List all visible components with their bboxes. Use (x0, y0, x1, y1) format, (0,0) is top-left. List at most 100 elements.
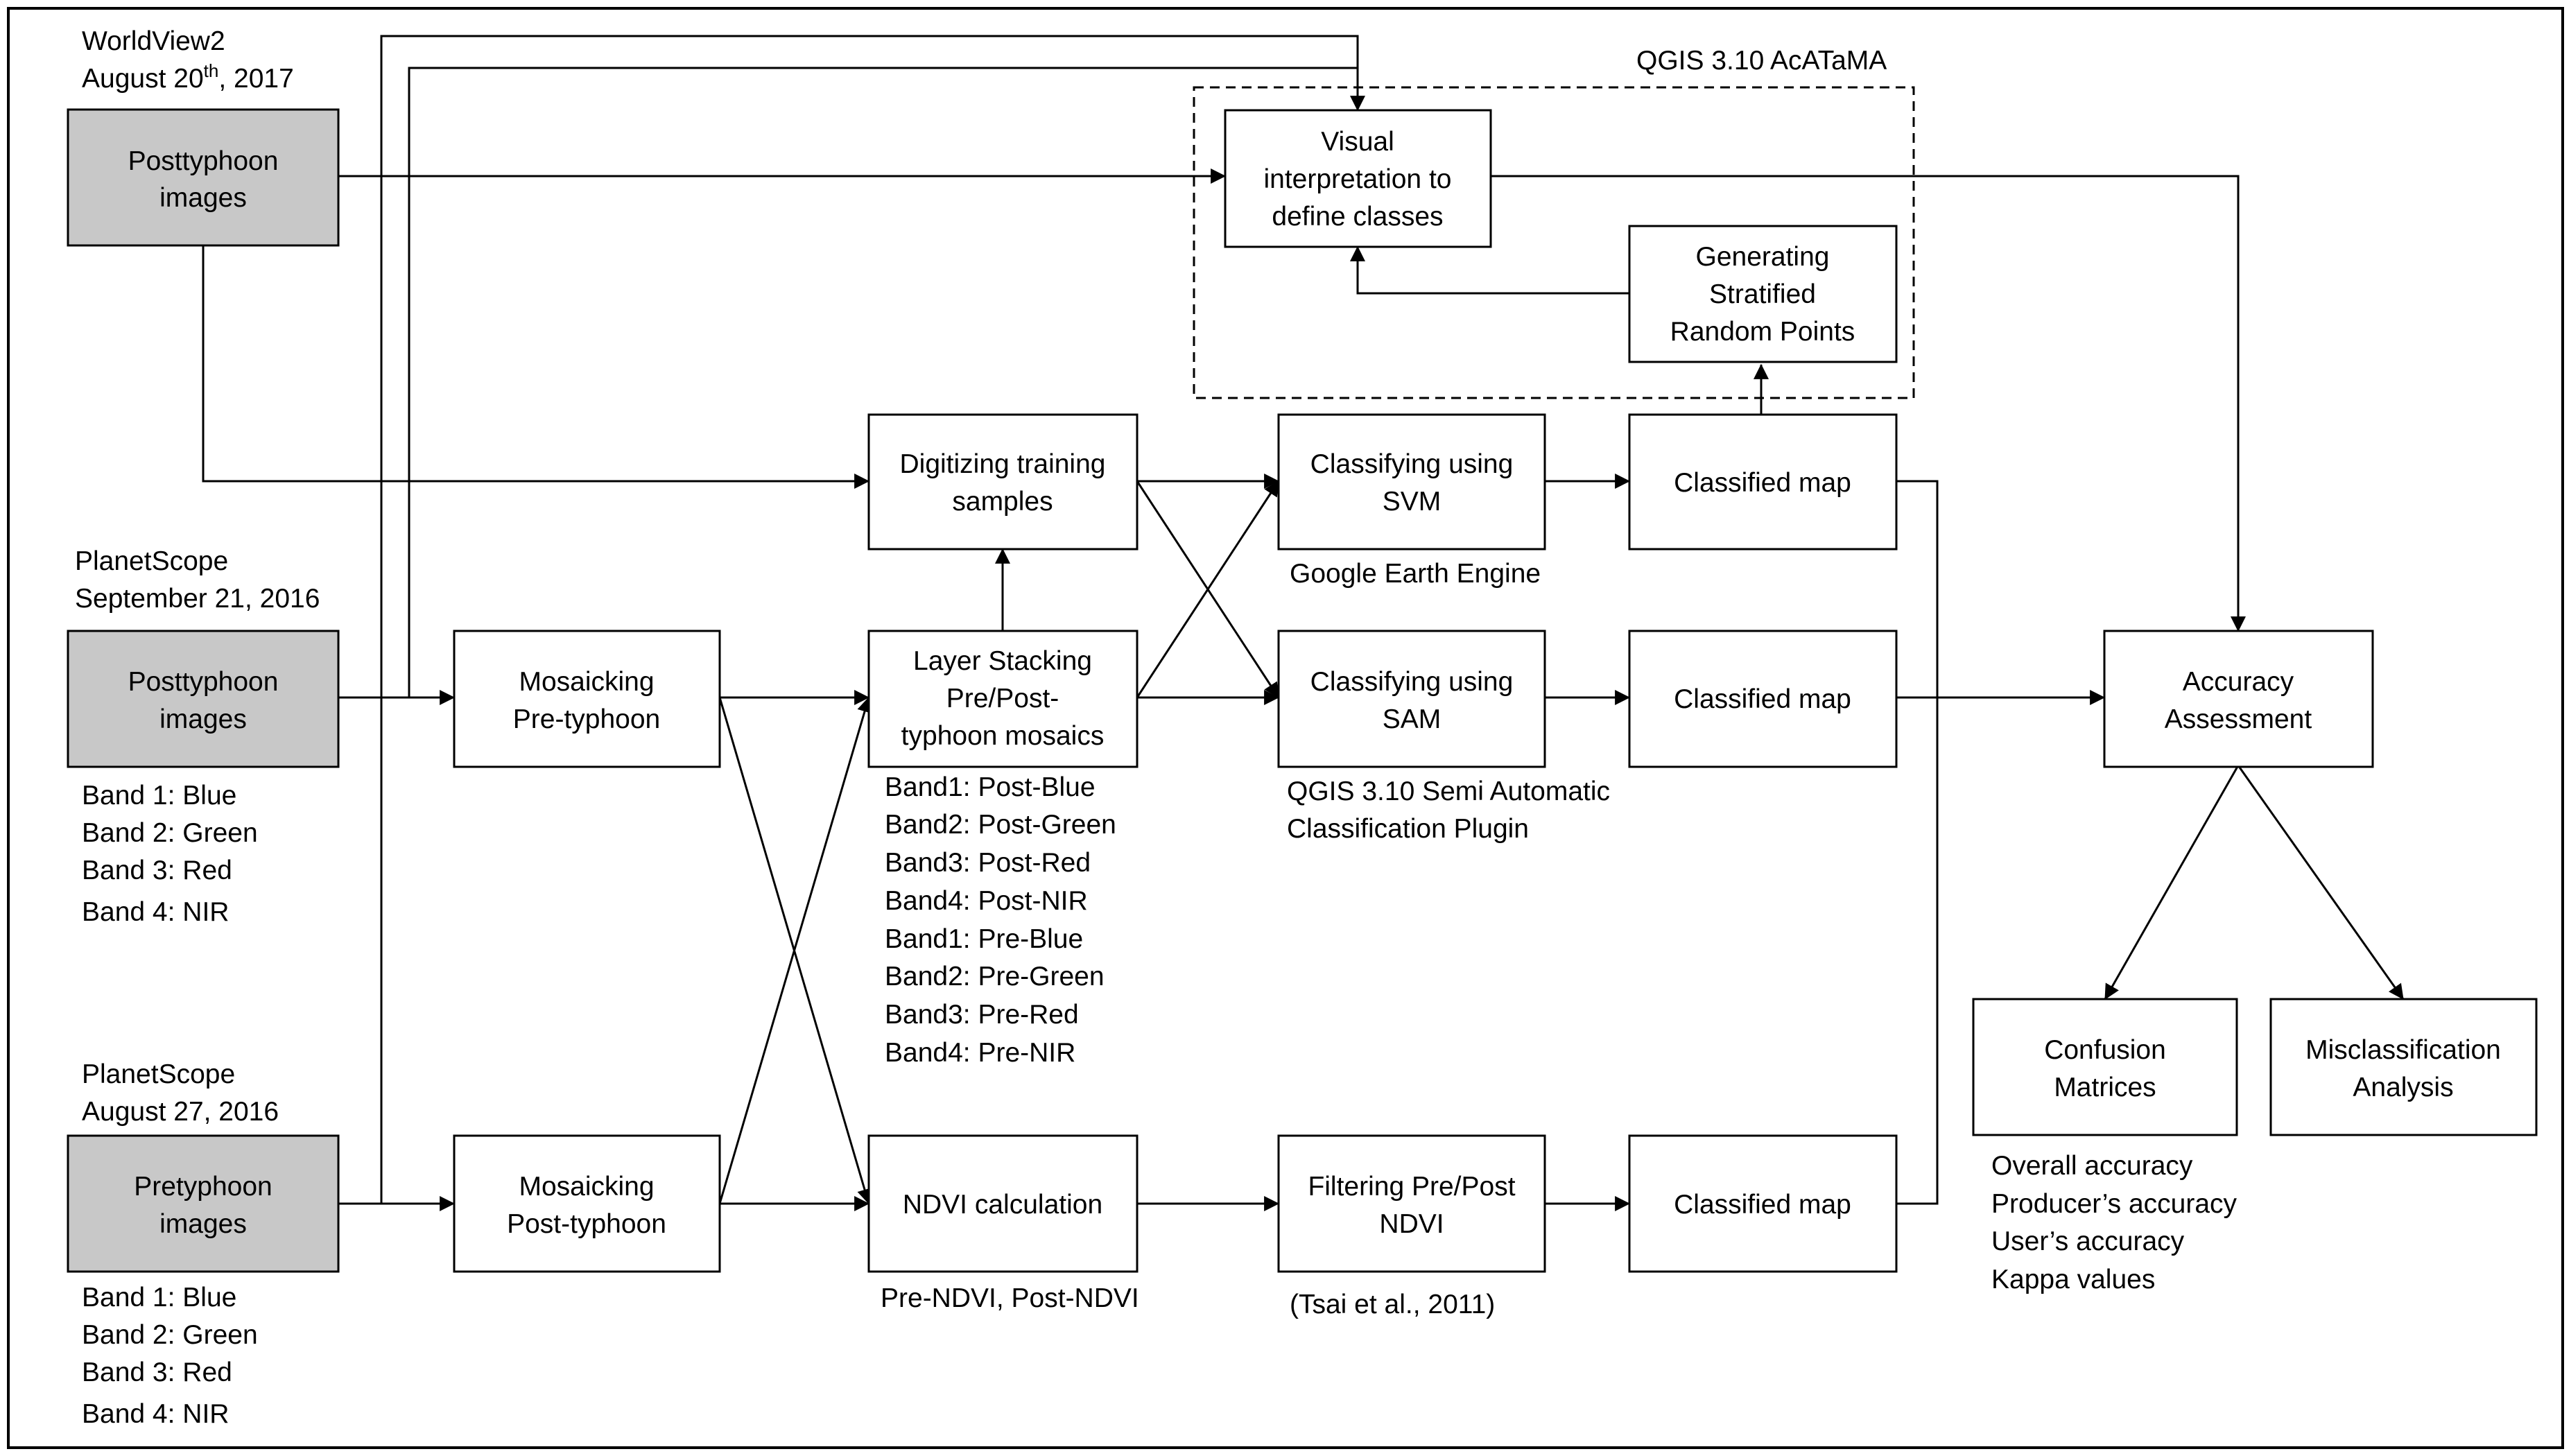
box-label: Misclassification (2305, 1035, 2501, 1065)
source-name: PlanetScope (75, 546, 228, 576)
box-label: Accuracy (2183, 667, 2294, 697)
box-planetscope-pretyphoon-images: Pretyphoon images (67, 1134, 340, 1273)
box-label: Classified map (1674, 684, 1851, 714)
box-label: images (159, 183, 247, 213)
metric-item: Kappa values (1991, 1265, 2155, 1294)
box-label: Random Points (1670, 317, 1855, 347)
box-label: interpretation to (1263, 164, 1451, 194)
box-classifying-sam: Classifying using SAM (1277, 630, 1546, 768)
box-label: Pre/Post- (946, 684, 1059, 713)
box-label: Pre-typhoon (513, 704, 660, 734)
box-label: Generating (1696, 242, 1830, 272)
box-classified-map-svm: Classified map (1628, 413, 1898, 551)
box-label: images (159, 704, 247, 734)
box-label: Digitizing training (900, 449, 1106, 479)
metric-item: User’s accuracy (1991, 1227, 2185, 1256)
box-label: SAM (1383, 704, 1442, 734)
connectors (202, 35, 2405, 1211)
acatama-group-frame (1193, 86, 1915, 399)
band-item: Band4: Pre-NIR (885, 1038, 1075, 1068)
box-worldview-posttyphoon-images: Posttyphoon images (67, 108, 340, 247)
bands-post-list: Band 1: Blue Band 2: Green Band 3: Red B… (82, 781, 258, 927)
ndvi-output-label: Pre-NDVI, Post-NDVI (881, 1283, 1139, 1313)
box-stratified-random-points: Generating Stratified Random Points (1628, 225, 1898, 363)
band-item: Band 4: NIR (82, 897, 229, 927)
band-item: Band 2: Green (82, 818, 258, 848)
box-label: Assessment (2165, 704, 2312, 734)
box-misclassification-analysis: Misclassification Analysis (2269, 998, 2538, 1136)
accuracy-metrics-list: Overall accuracy Producer’s accuracy Use… (1991, 1151, 2237, 1294)
source-planetscope-sept-label: PlanetScope September 21, 2016 (75, 546, 320, 614)
tsai-citation: (Tsai et al., 2011) (1290, 1290, 1495, 1319)
band-item: Band4: Post-NIR (885, 886, 1088, 916)
stack-bands-list: Band1: Post-Blue Band2: Post-Green Band3… (885, 772, 1116, 1068)
qgis-scp-label: QGIS 3.10 Semi Automatic Classification … (1287, 777, 1610, 844)
box-label: Posttyphoon (128, 667, 279, 697)
box-label: NDVI (1379, 1209, 1444, 1239)
box-label: Posttyphoon (128, 146, 279, 176)
band-item: Band2: Pre-Green (885, 962, 1105, 991)
box-visual-interpretation: Visual interpretation to define classes (1224, 109, 1492, 248)
box-classifying-svm: Classifying using SVM (1277, 413, 1546, 551)
box-label: Stratified (1709, 279, 1816, 309)
box-label: Classifying using (1310, 449, 1514, 479)
box-label: Classified map (1674, 468, 1851, 498)
source-date: August 20th, 2017 (82, 60, 294, 94)
band-item: Band 2: Green (82, 1320, 258, 1350)
box-label: samples (952, 487, 1053, 517)
box-label: define classes (1272, 202, 1443, 232)
box-label: SVM (1383, 487, 1442, 517)
band-item: Band3: Post-Red (885, 848, 1091, 878)
band-item: Band 1: Blue (82, 1283, 236, 1312)
metric-item: Overall accuracy (1991, 1151, 2193, 1181)
band-item: Band2: Post-Green (885, 810, 1116, 840)
box-label: NDVI calculation (903, 1190, 1102, 1220)
box-layer-stacking: Layer Stacking Pre/Post- typhoon mosaics (867, 630, 1139, 768)
source-planetscope-aug-label: PlanetScope August 27, 2016 (82, 1059, 279, 1127)
source-name: PlanetScope (82, 1059, 235, 1089)
box-label: Layer Stacking (913, 646, 1092, 676)
band-item: Band3: Pre-Red (885, 1000, 1079, 1030)
band-item: Band 3: Red (82, 856, 232, 885)
label-line: Classification Plugin (1287, 814, 1529, 844)
box-label: Classified map (1674, 1190, 1851, 1220)
band-item: Band1: Pre-Blue (885, 924, 1083, 954)
box-label: Pretyphoon (134, 1172, 272, 1202)
acatama-group-label: QGIS 3.10 AcATaMA (1636, 46, 1887, 76)
box-mosaicking-pre-typhoon: Mosaicking Pre-typhoon (453, 630, 721, 768)
box-mosaicking-post-typhoon: Mosaicking Post-typhoon (453, 1134, 721, 1273)
source-worldview-label: WorldView2 August 20th, 2017 (82, 26, 294, 94)
box-label: Classifying using (1310, 667, 1514, 697)
box-label: Matrices (2054, 1073, 2156, 1102)
box-confusion-matrices: Confusion Matrices (1972, 998, 2238, 1136)
metric-item: Producer’s accuracy (1991, 1189, 2237, 1219)
label-line: QGIS 3.10 Semi Automatic (1287, 777, 1610, 806)
box-accuracy-assessment: Accuracy Assessment (2103, 630, 2374, 768)
box-classified-map-sam: Classified map (1628, 630, 1898, 768)
box-label: typhoon mosaics (901, 721, 1105, 751)
band-item: Band 1: Blue (82, 781, 236, 811)
band-item: Band 3: Red (82, 1358, 232, 1387)
band-item: Band1: Post-Blue (885, 772, 1096, 802)
box-label: Mosaicking (519, 1172, 654, 1202)
box-planetscope-posttyphoon-images: Posttyphoon images (67, 630, 340, 768)
box-label: Visual (1321, 127, 1394, 157)
box-ndvi-calculation: NDVI calculation (867, 1134, 1139, 1273)
bands-pre-list: Band 1: Blue Band 2: Green Band 3: Red B… (82, 1283, 258, 1429)
outer-frame (7, 7, 2564, 1449)
source-date: August 27, 2016 (82, 1097, 279, 1127)
gee-label: Google Earth Engine (1290, 559, 1541, 589)
band-item: Band 4: NIR (82, 1399, 229, 1429)
source-name: WorldView2 (82, 26, 225, 56)
box-label: Analysis (2353, 1073, 2453, 1102)
box-digitizing-training-samples: Digitizing training samples (867, 413, 1139, 551)
box-label: Mosaicking (519, 667, 654, 697)
box-classified-map-ndvi: Classified map (1628, 1134, 1898, 1273)
box-label: Post-typhoon (507, 1209, 666, 1239)
box-filtering-ndvi: Filtering Pre/Post NDVI (1277, 1134, 1546, 1273)
box-label: Confusion (2044, 1035, 2166, 1065)
box-label: Filtering Pre/Post (1308, 1172, 1515, 1202)
source-date: September 21, 2016 (75, 584, 320, 614)
box-label: images (159, 1209, 247, 1239)
